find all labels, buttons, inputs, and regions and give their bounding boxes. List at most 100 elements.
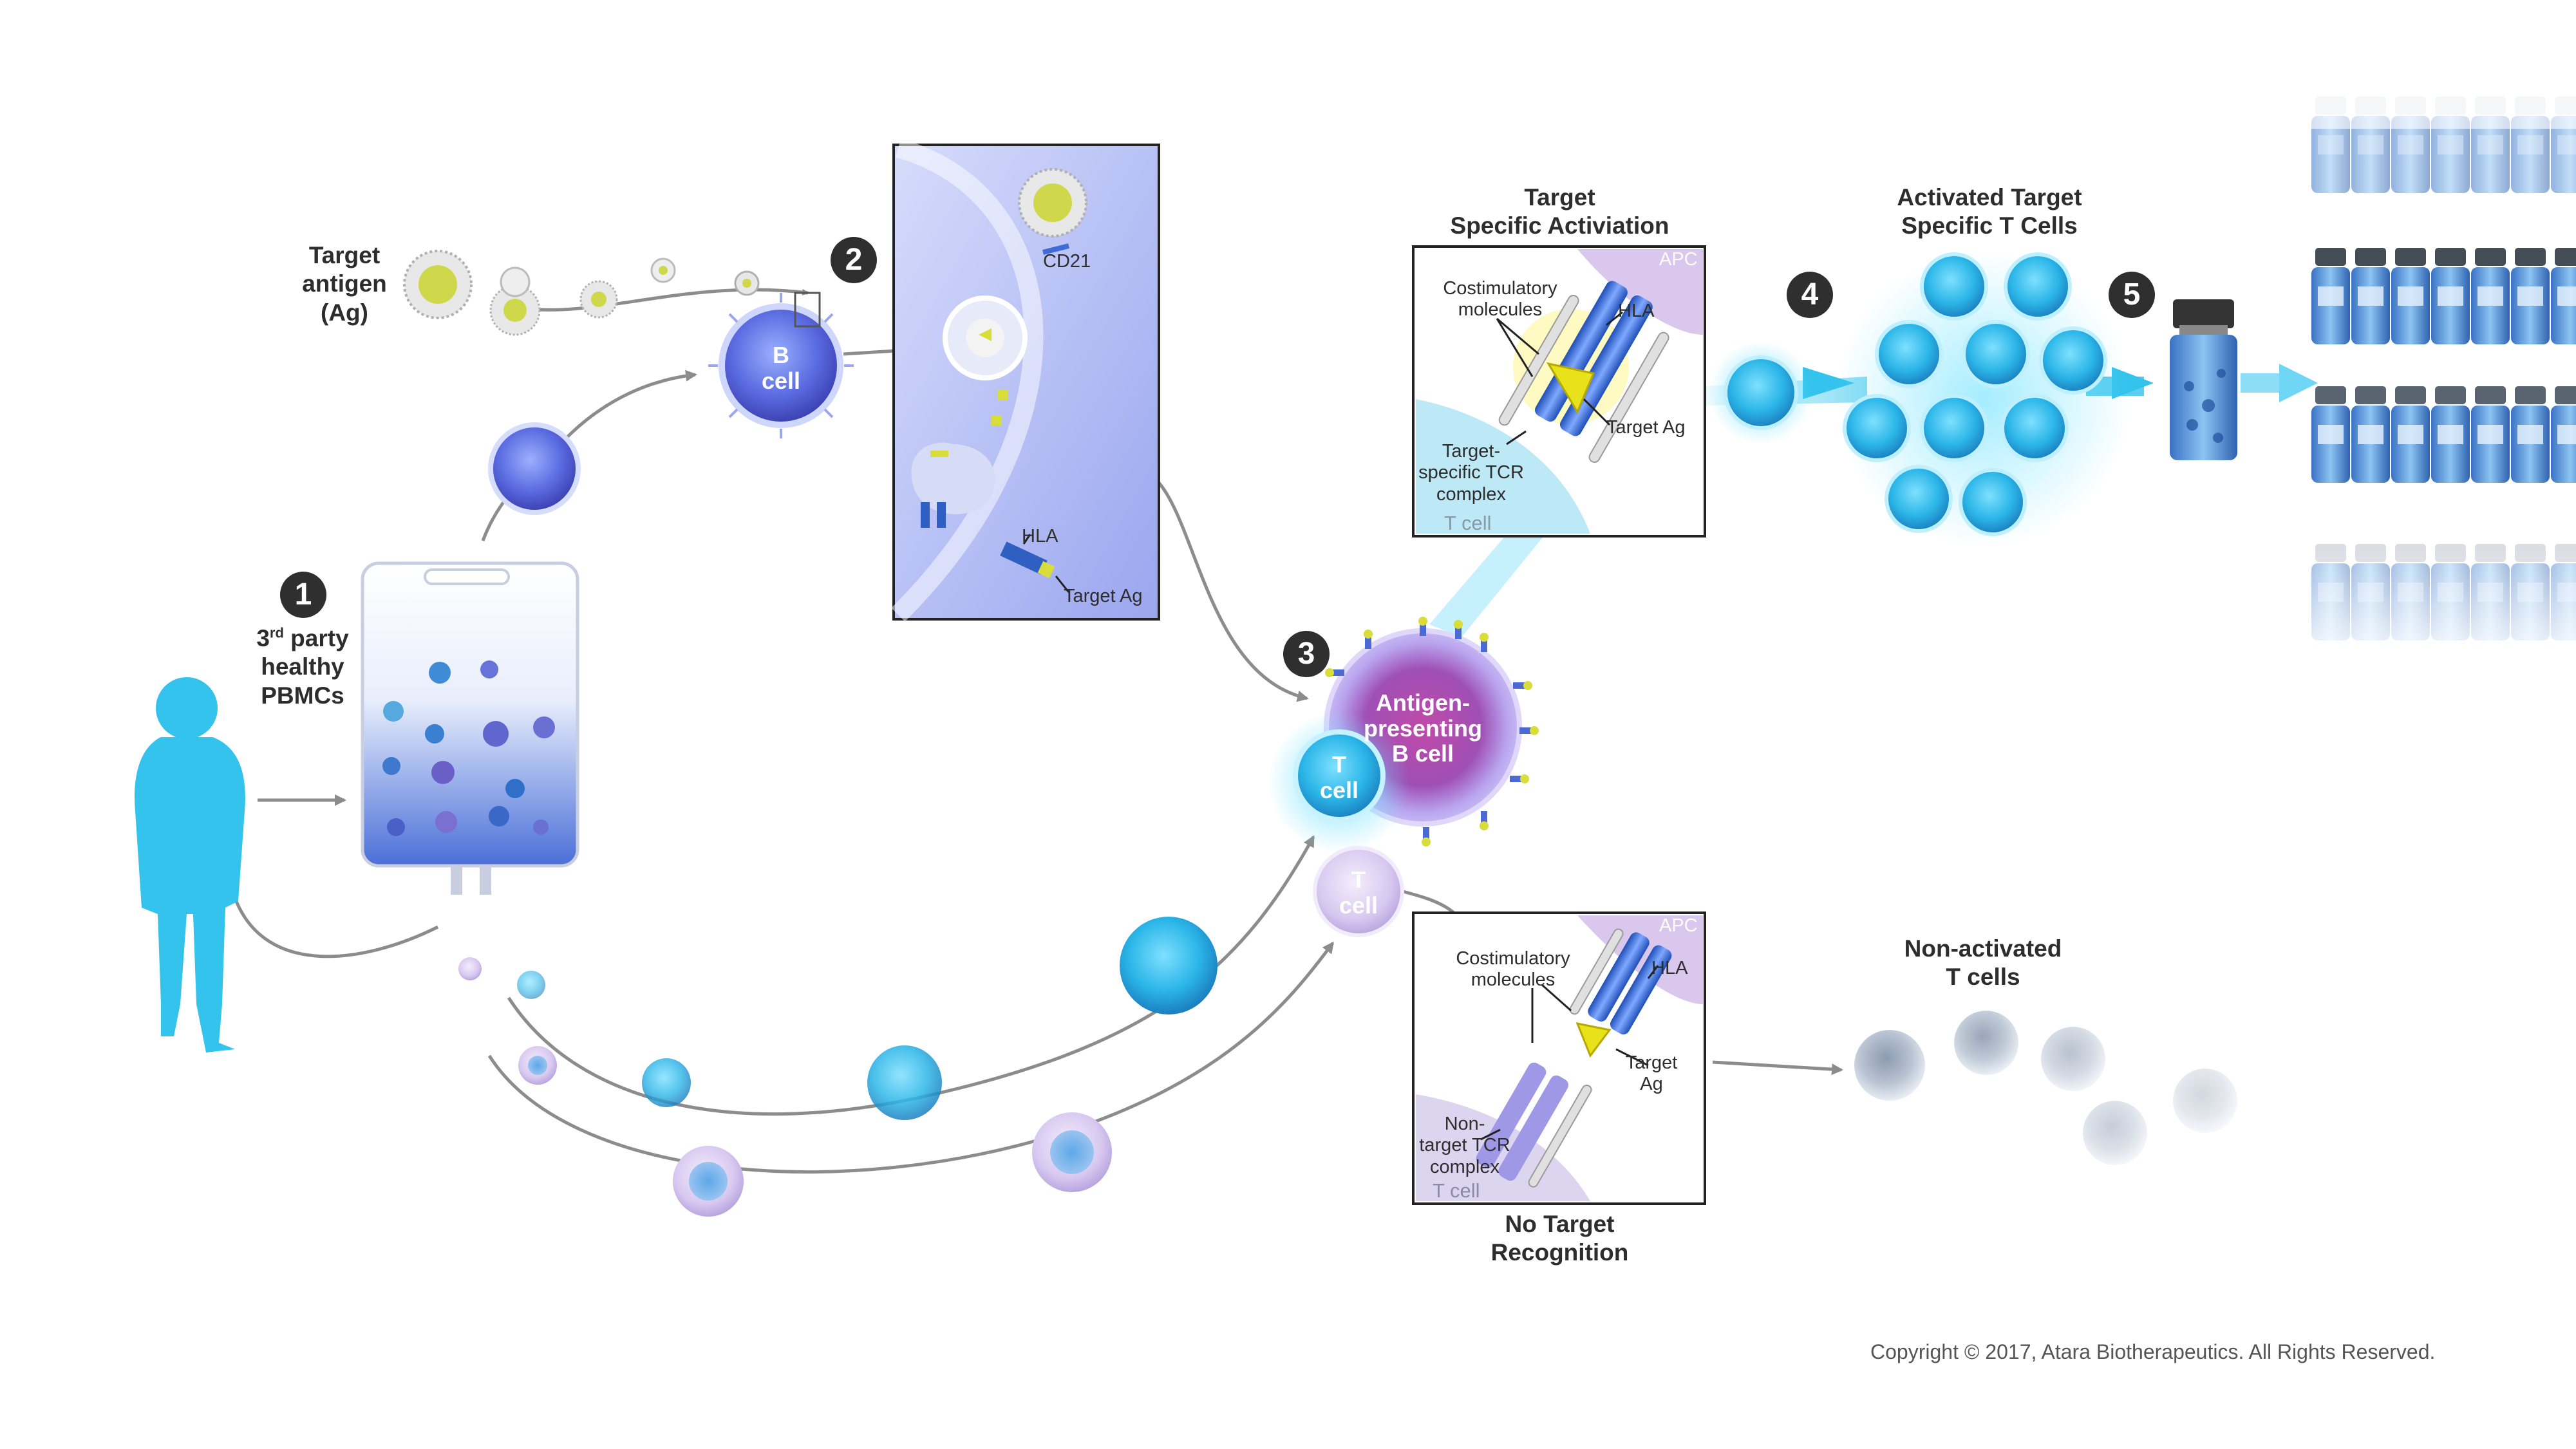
t-cell-label-non-activated: T cell (1339, 866, 1378, 919)
b-cell-label: B cell (761, 342, 801, 394)
tubing-line (230, 888, 439, 958)
vial-label (2358, 286, 2383, 306)
activated-t-cell-cluster (1835, 251, 2131, 547)
activated-t-cells-title: Activated Target Specific T Cells (1897, 184, 2082, 239)
beam-arrow-4 (1803, 367, 1854, 399)
vial-cap (2515, 248, 2546, 266)
person-silhouette (135, 677, 245, 1052)
vial-label (2438, 286, 2463, 306)
vial-label (2477, 425, 2503, 444)
non-activated-t-cells (1854, 1011, 2237, 1165)
arrow-precursor-to-bcell (565, 369, 697, 439)
no-target-recognition-title: No Target Recognition (1490, 1211, 1629, 1266)
vial-cap (2315, 386, 2346, 404)
step-badge-3: 3 (1283, 631, 1330, 677)
vial-body (2351, 116, 2390, 193)
costim-label-activation: Costimulatory molecules (1443, 278, 1557, 321)
donor-pbmc-label: 3rd party healthy PBMCs (256, 624, 349, 709)
arrow-to-non-activated (1712, 1060, 1843, 1076)
expanding-t-cell (1709, 341, 1812, 444)
migrating-cells (458, 917, 1217, 1217)
vial-cap (2515, 386, 2546, 404)
vial-label (2517, 286, 2543, 306)
vial-cap (2435, 386, 2466, 404)
bcell-inset (891, 138, 1160, 622)
t-cell-label-inset-activation: T cell (1444, 512, 1492, 534)
vial-cap (2475, 248, 2506, 266)
therapy-vial (2170, 299, 2237, 460)
vial-label (2438, 425, 2463, 444)
non-activated-t-cells-title: Non-activated T cells (1904, 935, 2062, 991)
hla-label-activation: HLA (1618, 301, 1655, 321)
copyright-notice: Copyright © 2017, Atara Biotherapeutics.… (1870, 1340, 2436, 1363)
vial-label (2358, 135, 2383, 154)
vial-label (2318, 135, 2344, 154)
no-recognition-inset (1412, 911, 1706, 1205)
vial-label (2318, 425, 2344, 444)
vial-cap (2355, 386, 2386, 404)
step-badge-4: 4 (1787, 272, 1833, 318)
vial-label (2398, 286, 2423, 306)
target-antigen-label: Target antigen (Ag) (302, 242, 387, 326)
vial-bank-fade-bottom (2305, 541, 2576, 669)
step-badge-5: 5 (2109, 272, 2155, 318)
vial-label (2517, 135, 2543, 154)
vial-label (2557, 286, 2576, 306)
vial-cap (2315, 248, 2346, 266)
costim-label-no-recognition: Costimulatory molecules (1456, 948, 1570, 991)
vial-cap (2555, 248, 2576, 266)
antigen-particles (403, 250, 821, 336)
apc-label-activation: APC (1659, 249, 1698, 270)
cd21-label: CD21 (1043, 251, 1091, 272)
vial-cap (2395, 248, 2426, 266)
vial-cap (2355, 248, 2386, 266)
step-badge-2: 2 (831, 237, 877, 283)
vial-label (2318, 286, 2344, 306)
target-ag-label-no-recognition: Target Ag (1625, 1052, 1678, 1095)
target-ag-label-activation: Target Ag (1606, 417, 1686, 438)
precursor-cell (488, 422, 581, 515)
vial-label (2398, 135, 2423, 154)
b-cell (708, 293, 854, 438)
vial-body (2311, 116, 2350, 193)
t-cell-label-activated: T cell (1319, 751, 1359, 803)
activation-inset (1412, 245, 1706, 538)
t-cell-activated (1268, 711, 1410, 853)
apb-cell-label: Antigen- presenting B cell (1363, 689, 1483, 767)
vial-body (2551, 116, 2576, 193)
pbmc-bag (361, 561, 579, 895)
vial-label (2557, 135, 2576, 154)
t-cell-label-inset-no-recognition: T cell (1433, 1179, 1480, 1202)
step-badge-1: 1 (280, 572, 326, 618)
tcr-label-activation: Target- specific TCR complex (1418, 441, 1524, 505)
beam-arrow-bank (2279, 364, 2318, 402)
hla-label-bcell-inset: HLA (1022, 526, 1058, 547)
vial-label (2477, 135, 2503, 154)
vial-cap (2435, 248, 2466, 266)
t-cell-non-activated (1313, 846, 1404, 937)
target-ag-label-bcell-inset: Target Ag (1064, 586, 1143, 606)
vial-label (2477, 286, 2503, 306)
vial-label (2557, 425, 2576, 444)
tcr-label-no-recognition: Non- target TCR complex (1419, 1114, 1510, 1177)
hla-label-no-recognition: HLA (1651, 958, 1688, 978)
vial-label (2358, 425, 2383, 444)
vial-label (2517, 425, 2543, 444)
line-bcell-to-inset (843, 349, 896, 356)
vial-cap (2395, 386, 2426, 404)
arrow-lavender-path (487, 941, 1335, 1173)
vial-cap (2555, 386, 2576, 404)
vial-label (2438, 135, 2463, 154)
vial-body (2471, 116, 2510, 193)
vial-body (2431, 116, 2470, 193)
vial-label (2398, 425, 2423, 444)
beam-apc-to-inset (1429, 534, 1545, 637)
vial-body (2391, 116, 2430, 193)
vial-body (2511, 116, 2550, 193)
vial-bank-fade (2305, 77, 2576, 129)
apc-label-no-recognition: APC (1659, 915, 1698, 936)
bag-cells (382, 660, 555, 836)
target-specific-activation-title: Target Specific Activiation (1450, 184, 1669, 239)
vial-cap (2475, 386, 2506, 404)
